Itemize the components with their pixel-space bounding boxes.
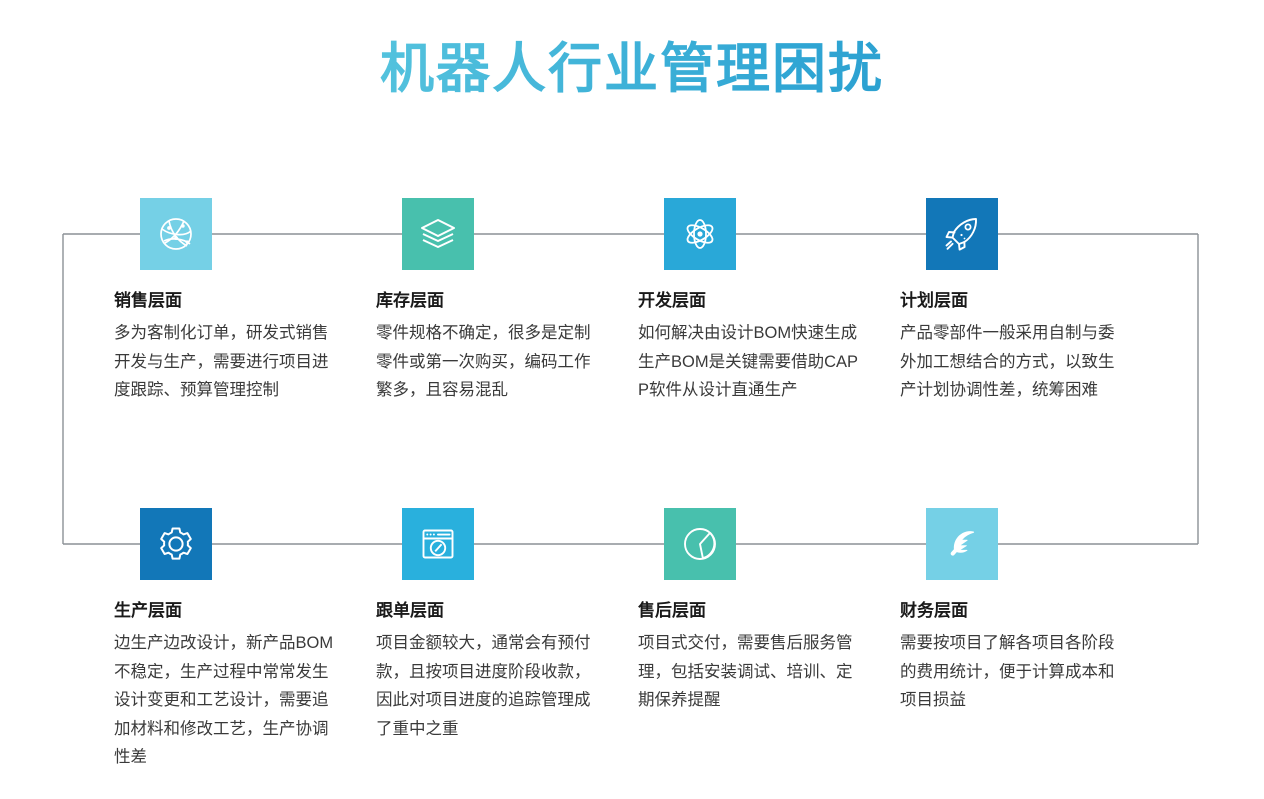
- card-after-sales[interactable]: 售后层面 项目式交付，需要售后服务管理，包括安装调试、培训、定期保养提醒: [638, 508, 900, 771]
- layers-stack-icon: [416, 212, 460, 256]
- gear-icon: [154, 522, 198, 566]
- card-finance[interactable]: 财务层面 需要按项目了解各项目各阶段的费用统计，便于计算成本和项目损益: [900, 508, 1162, 771]
- card-inventory-body: 零件规格不确定，很多是定制零件或第一次购买，编码工作繁多，且容易混乱: [376, 324, 591, 400]
- card-development-tile: [664, 198, 736, 270]
- card-inventory-title: 库存层面: [376, 291, 444, 310]
- pie-chart-icon: [678, 522, 722, 566]
- card-after-sales-body: 项目式交付，需要售后服务管理，包括安装调试、培训、定期保养提醒: [638, 634, 853, 710]
- card-sales-body: 多为客制化订单，研发式销售开发与生产，需要进行项目进度跟踪、预算管理控制: [114, 324, 329, 400]
- card-inventory-tile: [402, 198, 474, 270]
- card-finance-title: 财务层面: [900, 601, 968, 620]
- card-after-sales-tile: [664, 508, 736, 580]
- card-production-title: 生产层面: [114, 601, 182, 620]
- card-planning-title: 计划层面: [900, 291, 968, 310]
- card-development[interactable]: 开发层面 如何解决由设计BOM快速生成生产BOM是关键需要借助CAPP软件从设计…: [638, 198, 900, 405]
- card-development-body: 如何解决由设计BOM快速生成生产BOM是关键需要借助CAPP软件从设计直通生产: [638, 324, 859, 400]
- card-planning-body: 产品零部件一般采用自制与委外加工想结合的方式，以致生产计划协调性差，统筹困难: [900, 324, 1115, 400]
- card-production-tile: [140, 508, 212, 580]
- cards-row-bottom: 生产层面 边生产边改设计，新产品BOM不稳定，生产过程中常常发生设计变更和工艺设…: [0, 508, 1264, 771]
- card-sales[interactable]: 销售层面 多为客制化订单，研发式销售开发与生产，需要进行项目进度跟踪、预算管理控…: [114, 198, 376, 405]
- card-after-sales-title: 售后层面: [638, 601, 706, 620]
- globe-network-icon: [154, 212, 198, 256]
- rocket-icon: [940, 212, 984, 256]
- feather-icon: [940, 522, 984, 566]
- card-inventory[interactable]: 库存层面 零件规格不确定，很多是定制零件或第一次购买，编码工作繁多，且容易混乱: [376, 198, 638, 405]
- card-finance-tile: [926, 508, 998, 580]
- card-order-tracking-body: 项目金额较大，通常会有预付款，且按项目进度阶段收款，因此对项目进度的追踪管理成了…: [376, 634, 591, 738]
- card-order-tracking[interactable]: 跟单层面 项目金额较大，通常会有预付款，且按项目进度阶段收款，因此对项目进度的追…: [376, 508, 638, 771]
- card-production[interactable]: 生产层面 边生产边改设计，新产品BOM不稳定，生产过程中常常发生设计变更和工艺设…: [114, 508, 376, 771]
- page-title: 机器人行业管理困扰: [0, 38, 1264, 100]
- card-planning[interactable]: 计划层面 产品零部件一般采用自制与委外加工想结合的方式，以致生产计划协调性差，统…: [900, 198, 1162, 405]
- card-planning-tile: [926, 198, 998, 270]
- card-sales-tile: [140, 198, 212, 270]
- browser-compass-icon: [416, 522, 460, 566]
- card-order-tracking-tile: [402, 508, 474, 580]
- card-order-tracking-title: 跟单层面: [376, 601, 444, 620]
- card-finance-body: 需要按项目了解各项目各阶段的费用统计，便于计算成本和项目损益: [900, 634, 1115, 710]
- cards-row-top: 销售层面 多为客制化订单，研发式销售开发与生产，需要进行项目进度跟踪、预算管理控…: [0, 198, 1264, 405]
- card-sales-title: 销售层面: [114, 291, 182, 310]
- card-production-body: 边生产边改设计，新产品BOM不稳定，生产过程中常常发生设计变更和工艺设计，需要追…: [114, 634, 334, 766]
- card-development-title: 开发层面: [638, 291, 706, 310]
- atom-icon: [678, 212, 722, 256]
